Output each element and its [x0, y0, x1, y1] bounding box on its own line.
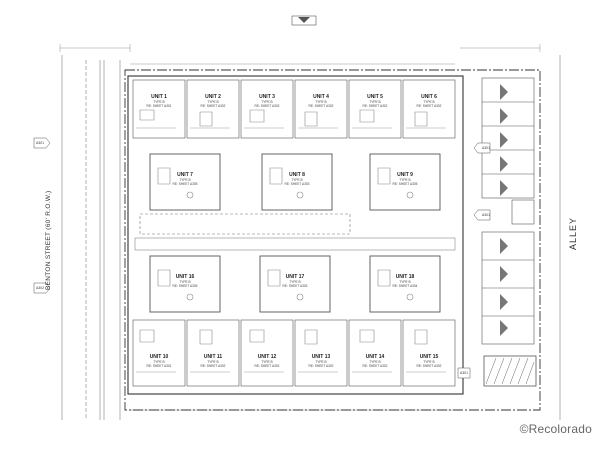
unit-type: TYPE B: [399, 178, 410, 182]
unit-sheet-ref: RE: SHEET A303: [285, 182, 310, 186]
unit-name: UNIT 1: [151, 94, 167, 100]
unit-sheet-ref: RE: SHEET A301: [147, 364, 172, 368]
unit-name: UNIT 17: [286, 274, 305, 280]
unit-name: UNIT 18: [396, 274, 415, 280]
unit-type: TYPE B: [291, 178, 302, 182]
unit-name: UNIT 14: [366, 354, 385, 360]
parking-stalls: [481, 77, 537, 387]
top-dimension-lines: [59, 44, 541, 411]
unit-name: UNIT 7: [177, 172, 193, 178]
unit-name: UNIT 16: [176, 274, 195, 280]
unit-type: TYPE B: [261, 360, 272, 364]
unit-type: TYPE B: [423, 360, 434, 364]
tag-a302-left-bottom: A302: [36, 286, 44, 290]
unit-name: UNIT 12: [258, 354, 277, 360]
watermark: ©Recolorado: [519, 422, 592, 436]
tag-a301-left-top: A301: [36, 141, 44, 145]
middle-unit-pods: [134, 153, 456, 313]
unit-sheet-ref: RE: SHEET A302: [309, 104, 334, 108]
unit-sheet-ref: RE: SHEET A305: [173, 284, 198, 288]
unit-name: UNIT 8: [289, 172, 305, 178]
unit-type: TYPE B: [179, 280, 190, 284]
unit-sheet-ref: RE: SHEET A302: [201, 364, 226, 368]
unit-sheet-ref: RE: SHEET A305: [393, 182, 418, 186]
building-footprint: [127, 75, 464, 395]
unit-sheet-ref: RE: SHEET A302: [363, 104, 388, 108]
unit-type: TYPE B: [289, 280, 300, 284]
unit-sheet-ref: RE: SHEET A304: [393, 284, 418, 288]
street-right-of-way-lines: [61, 55, 121, 420]
north-arrow-marker: [291, 15, 317, 26]
unit-type: TYPE B: [261, 100, 272, 104]
unit-sheet-ref: RE: SHEET A302: [255, 364, 280, 368]
unit-type: TYPE B: [153, 100, 164, 104]
tag-a301-right: A301: [482, 146, 490, 150]
parking-arrows: [500, 84, 508, 336]
unit-name: UNIT 11: [204, 354, 223, 360]
unit-type: TYPE B: [315, 100, 326, 104]
unit-name: UNIT 15: [420, 354, 439, 360]
unit-type: TYPE B: [207, 100, 218, 104]
unit-type: TYPE B: [369, 100, 380, 104]
unit-name: UNIT 3: [259, 94, 275, 100]
unit-type: TYPE B: [179, 178, 190, 182]
unit-sheet-ref: RE: SHEET A305: [173, 182, 198, 186]
bottom-unit-row: [132, 319, 456, 387]
unit-type: TYPE B: [399, 280, 410, 284]
unit-sheet-ref: RE: SHEET A302: [201, 104, 226, 108]
detail-tags: [33, 137, 491, 379]
tag-a301-right-mid: A301: [482, 213, 490, 217]
unit-type: TYPE B: [423, 100, 434, 104]
alley-label: ALLEY: [568, 217, 578, 250]
unit-sheet-ref: RE: SHEET A302: [417, 104, 442, 108]
top-unit-row: [132, 79, 456, 139]
unit-type: TYPE B: [153, 360, 164, 364]
unit-name: UNIT 9: [397, 172, 413, 178]
unit-sheet-ref: RE: SHEET A302: [417, 364, 442, 368]
property-boundary: [124, 69, 541, 411]
street-label: BENTON STREET (60' R.O.W.): [45, 191, 52, 290]
unit-name: UNIT 2: [205, 94, 221, 100]
unit-type: TYPE B: [207, 360, 218, 364]
unit-name: UNIT 13: [312, 354, 331, 360]
unit-name: UNIT 6: [421, 94, 437, 100]
detail-tag-labels: A301 A302 A301 A301 A301: [36, 141, 490, 375]
unit-sheet-ref: RE: SHEET A302: [255, 104, 280, 108]
unit-type: TYPE B: [369, 360, 380, 364]
unit-name: UNIT 4: [313, 94, 329, 100]
unit-name: UNIT 5: [367, 94, 383, 100]
unit-sheet-ref: RE: SHEET A301: [147, 104, 172, 108]
unit-name: UNIT 10: [150, 354, 169, 360]
unit-sheet-ref: RE: SHEET A303: [283, 284, 308, 288]
unit-sheet-ref: RE: SHEET A302: [363, 364, 388, 368]
unit-sheet-ref: RE: SHEET A302: [309, 364, 334, 368]
unit-type: TYPE B: [315, 360, 326, 364]
tag-a301-right-bottom: A301: [460, 371, 468, 375]
